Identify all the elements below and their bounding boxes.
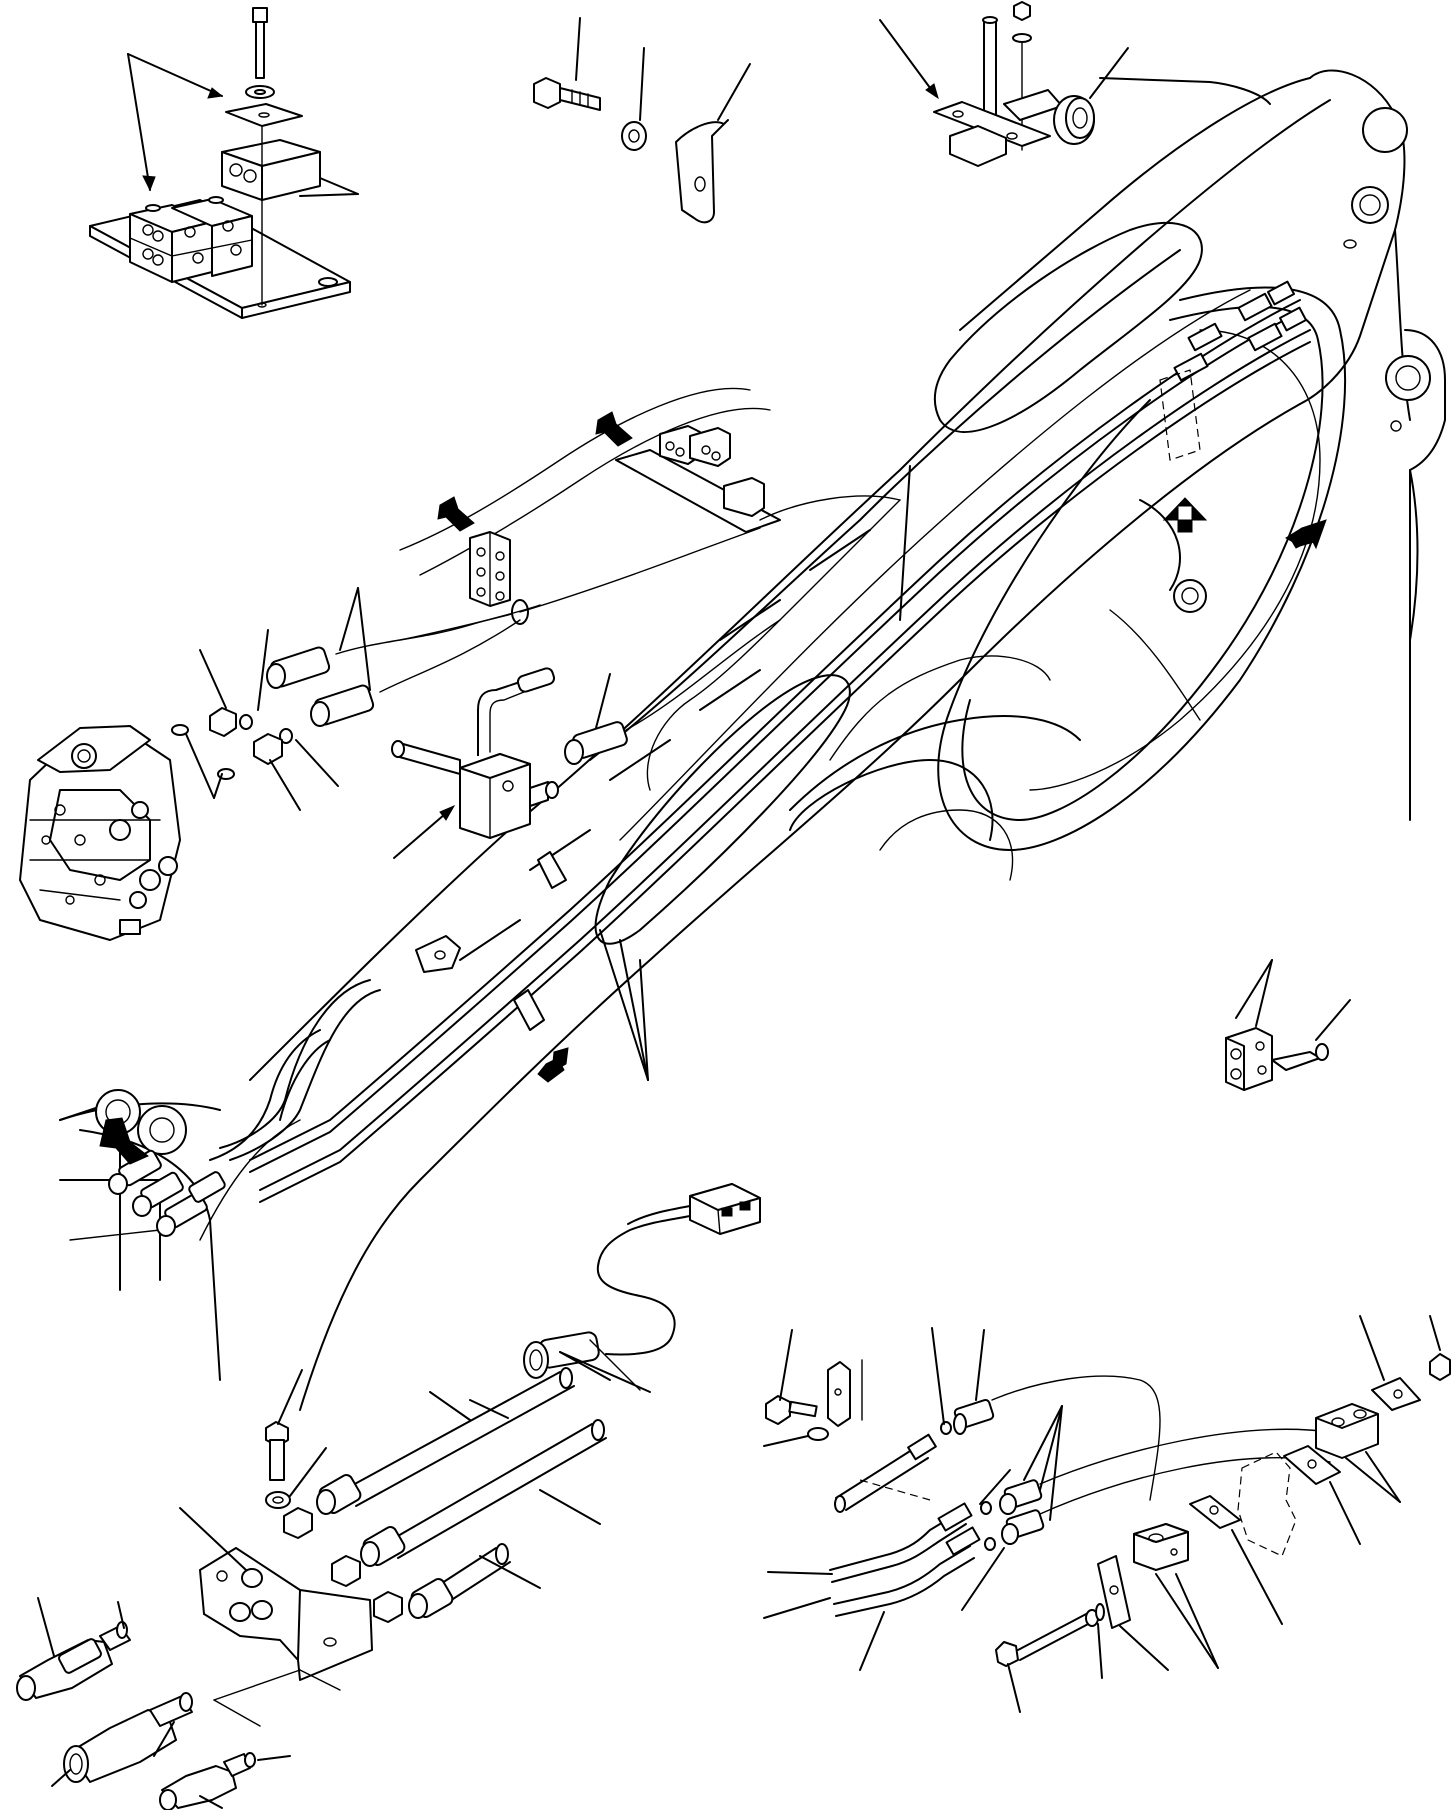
bold-arrow-icon: [99, 411, 1327, 1165]
tube-clamp-assembly: [763, 1315, 1451, 1713]
bolt-and-washer: [533, 17, 647, 151]
grommet-bracket: [879, 1, 1129, 167]
electrical-connector: [523, 1183, 761, 1393]
hose-fittings: [171, 587, 541, 811]
clip-bracket: [675, 63, 751, 224]
clamp-block-assembly: [89, 7, 359, 319]
hydraulic-lines: [108, 280, 1311, 1237]
quick-coupler-bracket: [16, 1367, 607, 1810]
hose-clamp-blocks: [399, 425, 1351, 1091]
boom-arm: [59, 69, 1446, 1411]
check-valve: [391, 619, 781, 859]
control-valve: [19, 725, 181, 941]
